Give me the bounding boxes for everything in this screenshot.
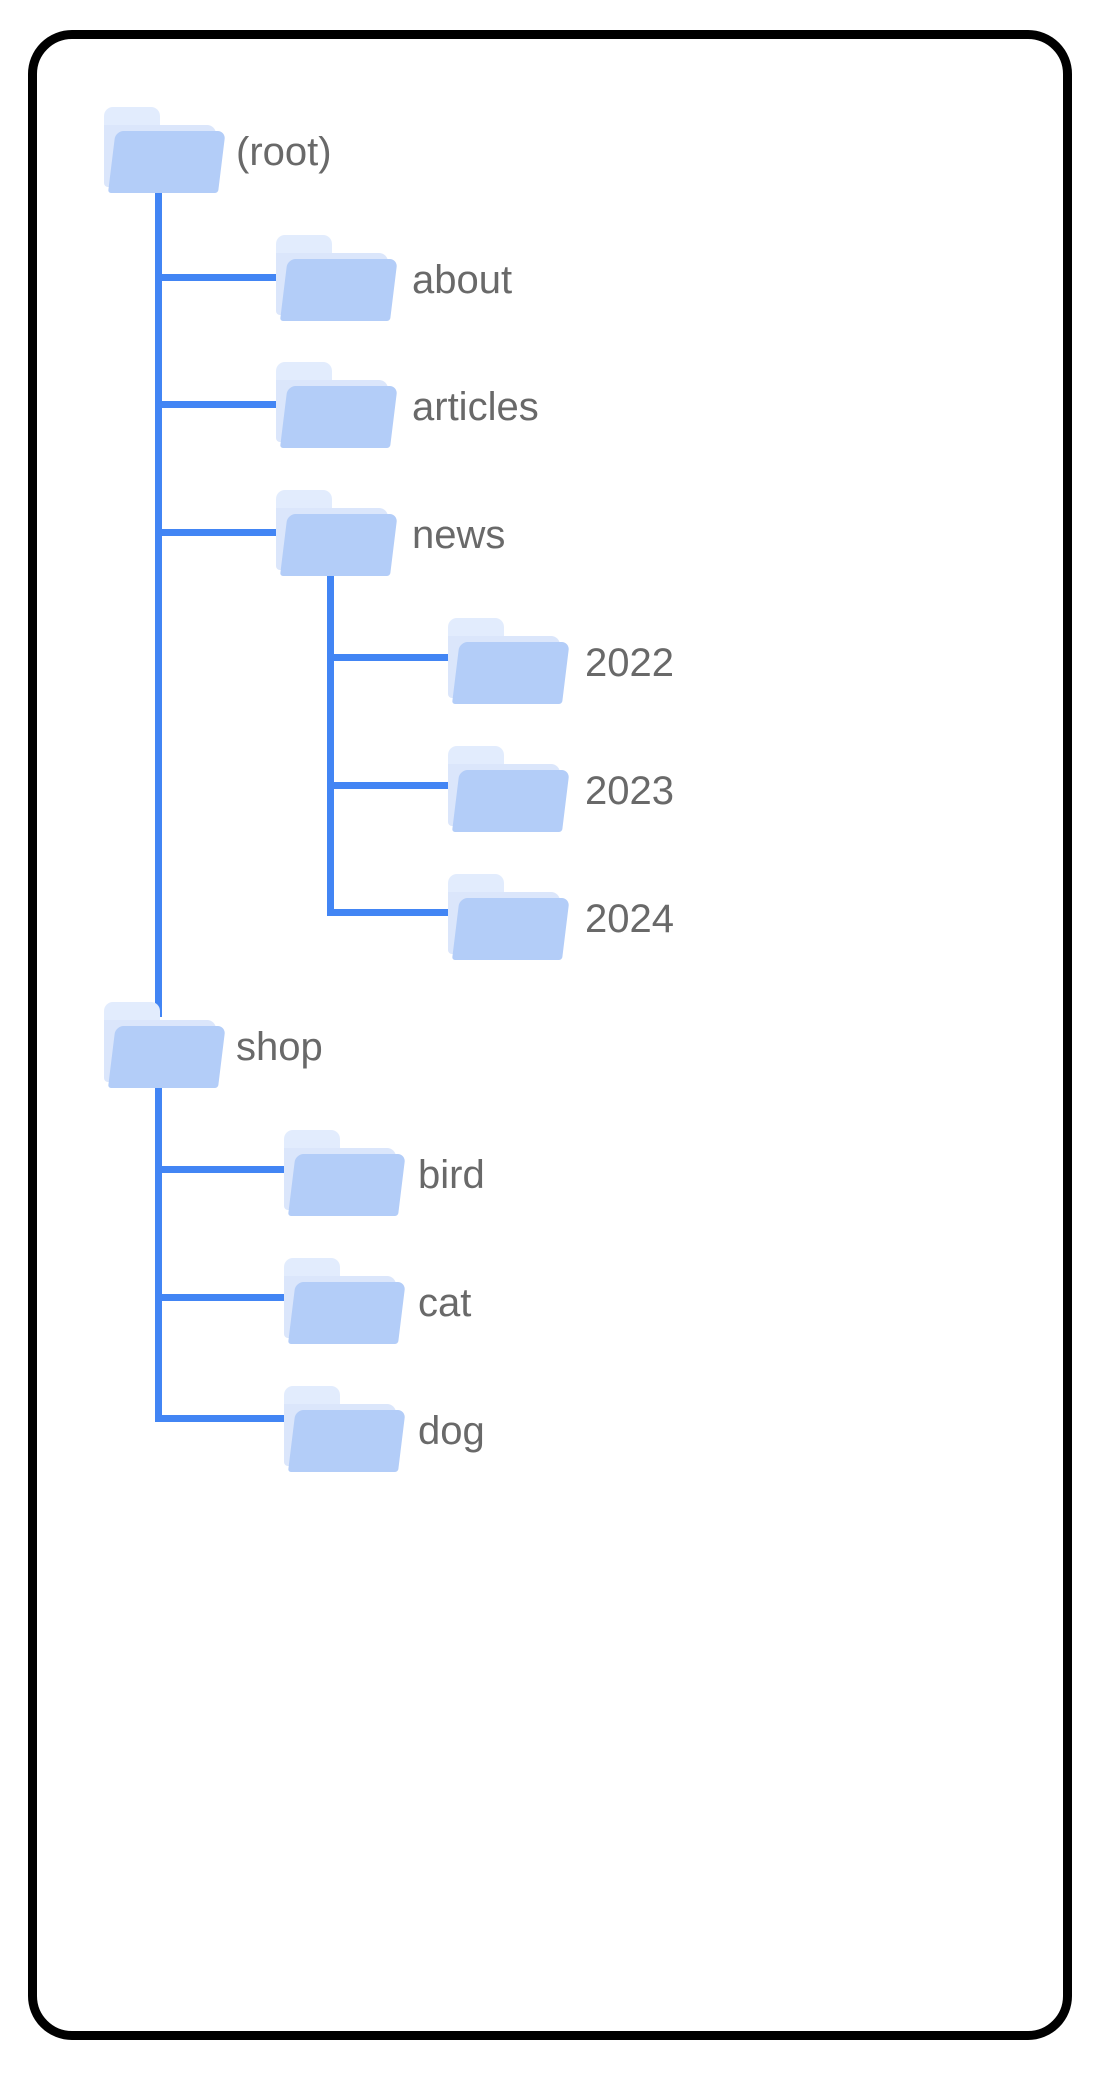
connector-horizontal-to-articles [155, 401, 280, 408]
connector-horizontal-to-about [155, 274, 280, 281]
node-label-shop-bird: bird [418, 1153, 485, 1197]
connector-horizontal-to-news [155, 529, 280, 536]
connector-horizontal-to-cat [155, 1294, 288, 1301]
folder-front [280, 514, 398, 576]
connector-horizontal-to-2024 [327, 909, 454, 916]
connector-vertical-root-spine [155, 185, 162, 1017]
folder-front [288, 1282, 406, 1344]
folder-icon[interactable] [448, 870, 570, 962]
folder-front [280, 259, 398, 321]
folder-icon[interactable] [284, 1254, 406, 1346]
node-label-news-2024: 2024 [585, 897, 674, 941]
folder-icon[interactable] [284, 1126, 406, 1218]
node-label-shop-cat: cat [418, 1281, 472, 1325]
connector-horizontal-to-2023 [327, 782, 454, 789]
folder-icon[interactable] [104, 998, 226, 1090]
connector-vertical-news-spine [327, 558, 334, 913]
node-label-news-2022: 2022 [585, 641, 674, 685]
node-label-shop-dog: dog [418, 1409, 485, 1453]
folder-front [108, 131, 226, 193]
folder-icon[interactable] [448, 614, 570, 706]
connector-horizontal-to-bird [155, 1166, 288, 1173]
folder-front [452, 770, 570, 832]
folder-front [280, 386, 398, 448]
folder-front [108, 1026, 226, 1088]
folder-icon[interactable] [276, 486, 398, 578]
folder-icon[interactable] [104, 103, 226, 195]
connector-horizontal-to-dog [155, 1415, 288, 1422]
folder-front [288, 1410, 406, 1472]
node-label-articles: articles [412, 385, 539, 429]
folder-front [288, 1154, 406, 1216]
node-label-root: (root) [236, 130, 332, 174]
node-label-shop: shop [236, 1025, 323, 1069]
folder-icon[interactable] [448, 742, 570, 834]
node-label-about: about [412, 258, 513, 302]
node-label-news: news [412, 513, 506, 557]
folder-icon[interactable] [284, 1382, 406, 1474]
folder-front [452, 898, 570, 960]
node-label-news-2023: 2023 [585, 769, 674, 813]
folder-front [452, 642, 570, 704]
connector-horizontal-to-2022 [327, 654, 454, 661]
folder-icon[interactable] [276, 358, 398, 450]
connector-vertical-shop-spine [155, 1060, 162, 1415]
folder-icon[interactable] [276, 231, 398, 323]
